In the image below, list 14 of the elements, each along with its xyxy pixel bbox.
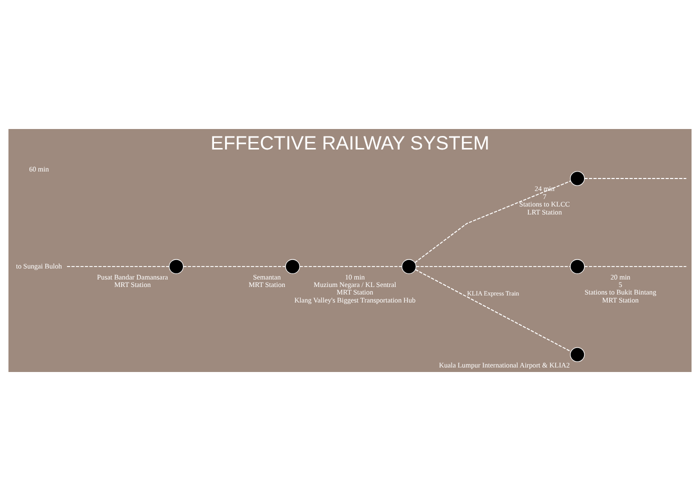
- node-circle: [570, 258, 585, 274]
- node-circle: [402, 258, 416, 274]
- connector: [414, 268, 572, 352]
- connector: [416, 266, 571, 267]
- node-circle: [168, 258, 184, 274]
- connector: [66, 266, 170, 267]
- node-circle: [285, 258, 300, 274]
- connector: [414, 180, 572, 263]
- diagram-title: EFFECTIVE RAILWAY SYSTEM: [210, 133, 490, 154]
- connector: [299, 266, 402, 267]
- connector: [584, 266, 687, 267]
- node-circle: [570, 170, 585, 186]
- connector: [182, 266, 286, 267]
- node-circle: [570, 346, 585, 362]
